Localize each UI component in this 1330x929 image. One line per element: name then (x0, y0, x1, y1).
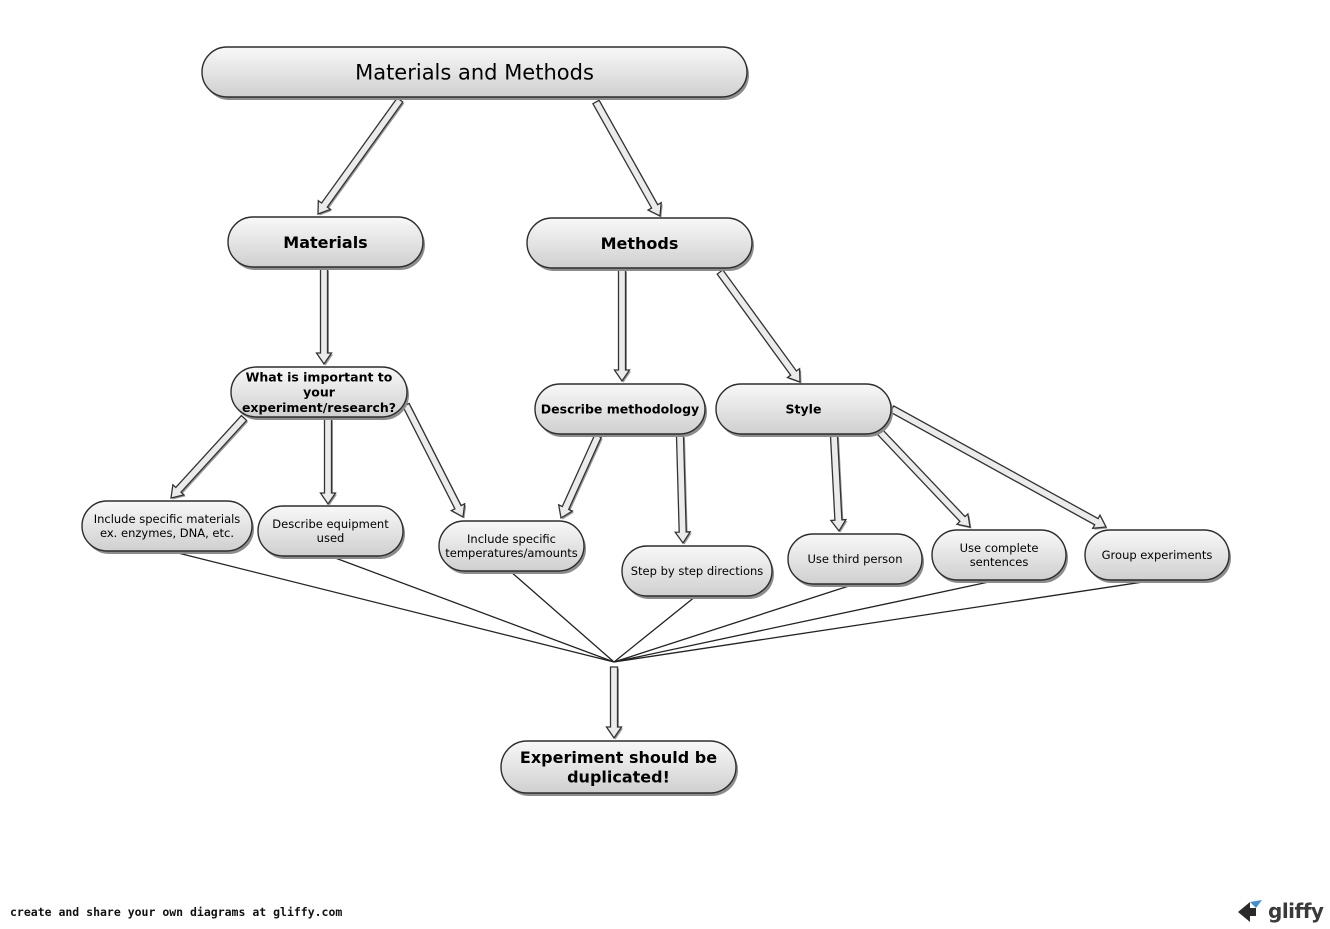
node-label: temperatures/amounts (445, 546, 578, 560)
node-methods[interactable]: Methods (526, 217, 754, 271)
node-step-by-step[interactable]: Step by step directions (621, 545, 774, 599)
node-label: Step by step directions (631, 564, 764, 578)
node-box (230, 366, 408, 418)
arrow-style-to-group-experiments (889, 405, 1108, 530)
arrow-materials-to-important (315, 268, 333, 366)
arrow-root-to-methods (592, 99, 662, 218)
arrow-methods-to-style (716, 268, 801, 383)
node-label: Include specific materials (94, 512, 241, 526)
node-box (621, 545, 773, 597)
arrow-important-to-specific-materials (170, 414, 248, 499)
node-style[interactable]: Style (715, 383, 893, 437)
node-label: experiment/research? (242, 400, 396, 415)
arrow-convergence-to-duplicated (605, 666, 623, 740)
node-box (438, 520, 585, 572)
node-label: What is important to (246, 369, 393, 384)
node-label: your (303, 385, 336, 400)
connector-line-step-by-step (613, 595, 697, 663)
connector-line-group-experiments (613, 579, 1157, 663)
connector-line-complete-sentences (613, 579, 999, 663)
node-label: Style (786, 402, 822, 417)
gliffy-arrow-icon (1238, 900, 1262, 922)
node-materials[interactable]: Materials (227, 216, 425, 270)
node-box (257, 505, 404, 557)
footer-credit-text: create and share your own diagrams at gl… (10, 905, 343, 919)
connector-line-third-person (613, 583, 856, 663)
node-label: Describe equipment (272, 517, 389, 531)
node-describe-methodology[interactable]: Describe methodology (534, 383, 707, 437)
node-label: sentences (970, 555, 1029, 569)
node-box (81, 500, 253, 552)
node-group-experiments[interactable]: Group experiments (1084, 529, 1231, 583)
node-box (715, 383, 892, 435)
node-box (787, 533, 923, 585)
arrow-style-to-third-person (829, 435, 848, 533)
gliffy-logo[interactable]: gliffy (1236, 898, 1324, 924)
node-label: Use complete (960, 541, 1039, 555)
connector-line-specific-temps (509, 570, 615, 663)
node-box (227, 216, 424, 268)
node-label: used (317, 531, 345, 545)
node-root[interactable]: Materials and Methods (201, 46, 749, 100)
node-box (534, 383, 706, 435)
arrow-important-to-specific-temps (402, 402, 466, 519)
node-label: Describe methodology (541, 402, 699, 417)
connector-line-specific-materials (169, 550, 615, 663)
node-label: ex. enzymes, DNA, etc. (100, 526, 234, 540)
arrow-methods-to-describe-methodology (613, 269, 631, 383)
arrow-important-to-describe-equipment (319, 418, 337, 506)
arrow-describe-methodology-to-step-by-step (673, 435, 692, 545)
node-box (526, 217, 753, 269)
arrow-style-to-complete-sentences (876, 428, 971, 528)
node-box (500, 740, 737, 794)
arrow-root-to-materials (317, 97, 404, 215)
node-label: Group experiments (1102, 548, 1213, 562)
node-third-person[interactable]: Use third person (787, 533, 924, 587)
node-label: Methods (601, 234, 679, 253)
node-label: Experiment should be (520, 748, 717, 767)
node-important[interactable]: What is important toyourexperiment/resea… (230, 366, 409, 420)
node-label: duplicated! (567, 768, 670, 787)
node-box (931, 529, 1067, 581)
node-label: Materials (283, 233, 367, 252)
arrow-describe-methodology-to-specific-temps (557, 433, 603, 520)
node-label: Materials and Methods (355, 61, 594, 85)
node-box (1084, 529, 1230, 581)
connector-line-describe-equipment (329, 555, 615, 663)
node-label: Use third person (807, 552, 902, 566)
gliffy-logo-text: gliffy (1268, 899, 1324, 923)
node-box (201, 46, 748, 98)
node-label: Include specific (467, 532, 556, 546)
